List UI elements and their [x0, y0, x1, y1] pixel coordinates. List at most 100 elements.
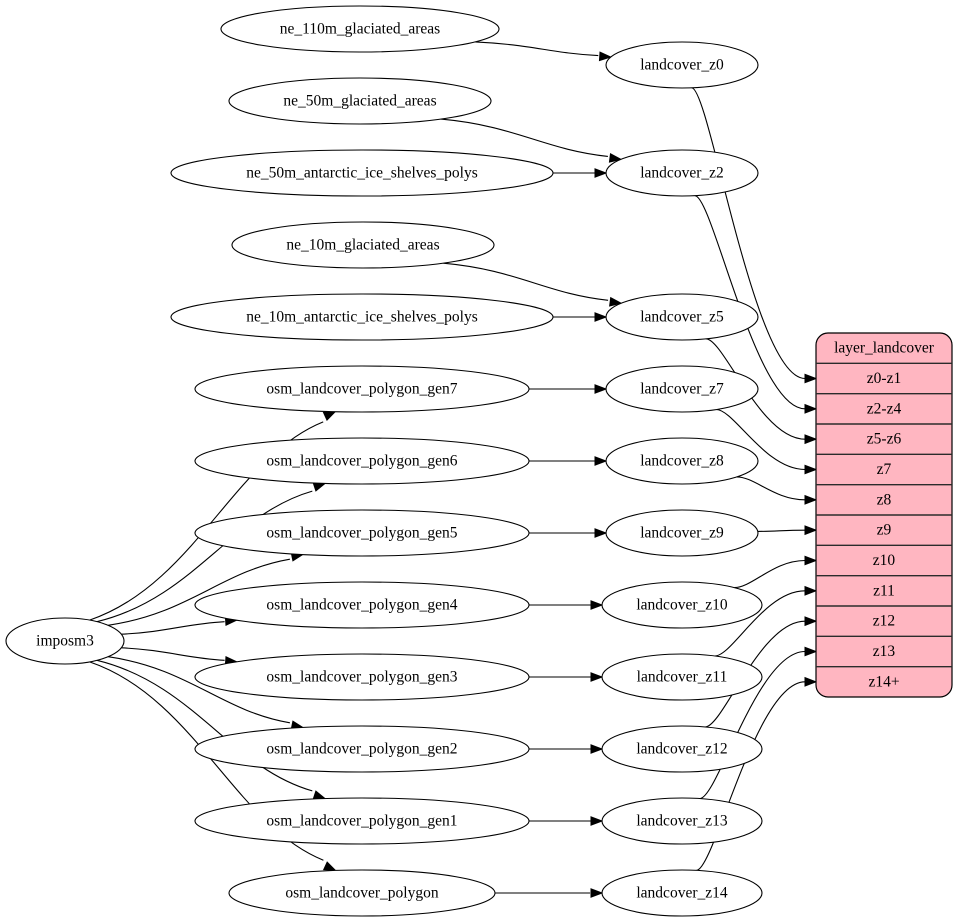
arrowhead-ne_10m_antarctic_ice_shelves_polys-to-landcover_z5 [594, 312, 608, 322]
edge-ne_110m_glaciated_areas-to-landcover_z0 [475, 41, 599, 57]
node-label-landcover_z9: landcover_z9 [640, 525, 724, 542]
node-osm_landcover_polygon_gen3[interactable]: osm_landcover_polygon_gen3 [194, 653, 530, 701]
node-osm_landcover_polygon_gen6[interactable]: osm_landcover_polygon_gen6 [194, 437, 530, 485]
node-shape-osm_landcover_polygon_gen4 [194, 581, 530, 629]
node-shape-landcover_z13 [601, 797, 763, 845]
edge-imposm3-to-osm_landcover_polygon_gen1 [96, 659, 313, 792]
arrowhead-landcover_z2-to-row-z2-z4 [804, 403, 818, 414]
layer-table-row-z12[interactable]: z12 [873, 613, 895, 630]
layer-table-row-z11[interactable]: z11 [873, 582, 895, 599]
arrowhead-landcover_z10-to-row-z10 [804, 555, 818, 566]
node-label-osm_landcover_polygon_gen5: osm_landcover_polygon_gen5 [266, 525, 457, 542]
layer-table-row-z9[interactable]: z9 [877, 522, 892, 539]
layer-table-row-z2-z4[interactable]: z2-z4 [867, 400, 902, 417]
arrowhead-landcover_z13-to-row-z13 [804, 646, 818, 657]
edge-ne_50m_glaciated_areas-to-landcover_z2 [440, 118, 608, 157]
node-label-landcover_z10: landcover_z10 [636, 597, 727, 614]
node-landcover_z5[interactable]: landcover_z5 [605, 293, 759, 341]
layer-table-row-z13[interactable]: z13 [873, 643, 896, 660]
node-osm_landcover_polygon_gen5[interactable]: osm_landcover_polygon_gen5 [194, 509, 530, 557]
node-landcover_z9[interactable]: landcover_z9 [605, 509, 759, 557]
node-label-imposm3: imposm3 [36, 633, 94, 650]
node-ne_50m_antarctic_ice_shelves_polys[interactable]: ne_50m_antarctic_ice_shelves_polys [170, 149, 554, 197]
layer-table-row-z10[interactable]: z10 [873, 552, 896, 569]
arrowhead-landcover_z14-to-row-z14+ [804, 676, 818, 687]
node-ne_10m_glaciated_areas[interactable]: ne_10m_glaciated_areas [231, 221, 495, 269]
node-label-landcover_z7: landcover_z7 [640, 381, 724, 398]
node-label-landcover_z12: landcover_z12 [636, 741, 727, 758]
node-ne_10m_antarctic_ice_shelves_polys[interactable]: ne_10m_antarctic_ice_shelves_polys [170, 293, 554, 341]
arrowhead-osm_landcover_polygon_gen2-to-landcover_z12 [590, 744, 604, 754]
node-label-landcover_z14: landcover_z14 [636, 885, 727, 902]
node-osm_landcover_polygon_gen4[interactable]: osm_landcover_polygon_gen4 [194, 581, 530, 629]
node-osm_landcover_polygon_gen1[interactable]: osm_landcover_polygon_gen1 [194, 797, 530, 845]
node-landcover_z2[interactable]: landcover_z2 [605, 149, 759, 197]
node-shape-landcover_z0 [605, 41, 759, 89]
layer-table-row-z7[interactable]: z7 [877, 461, 892, 478]
node-label-osm_landcover_polygon_gen1: osm_landcover_polygon_gen1 [266, 813, 457, 830]
node-osm_landcover_polygon_gen7[interactable]: osm_landcover_polygon_gen7 [194, 365, 530, 413]
arrowhead-ne_50m_antarctic_ice_shelves_polys-to-landcover_z2 [594, 168, 608, 178]
edge-ne_10m_glaciated_areas-to-landcover_z5 [443, 262, 609, 301]
nodes-layer: ne_110m_glaciated_areas ne_50m_glaciated_… [5, 5, 763, 917]
arrowhead-imposm3-to-osm_landcover_polygon [322, 861, 337, 872]
node-label-ne_10m_glaciated_areas: ne_10m_glaciated_areas [286, 237, 439, 254]
arrowhead-landcover_z12-to-row-z12 [804, 616, 818, 627]
node-label-landcover_z8: landcover_z8 [640, 453, 724, 470]
node-shape-osm_landcover_polygon_gen2 [194, 725, 530, 773]
node-label-osm_landcover_polygon: osm_landcover_polygon [285, 885, 439, 902]
node-landcover_z11[interactable]: landcover_z11 [601, 653, 763, 701]
node-osm_landcover_polygon_gen2[interactable]: osm_landcover_polygon_gen2 [194, 725, 530, 773]
edge-imposm3-to-osm_landcover_polygon_gen2 [108, 656, 290, 724]
node-ne_50m_glaciated_areas[interactable]: ne_50m_glaciated_areas [228, 77, 492, 125]
layer-landcover-table: layer_landcover z0-z1 z2-z4 z5-z6 z7 z8 z9 z10 z… [815, 332, 953, 698]
node-label-landcover_z13: landcover_z13 [636, 813, 727, 830]
node-ne_110m_glaciated_areas[interactable]: ne_110m_glaciated_areas [220, 5, 500, 53]
node-shape-landcover_z11 [601, 653, 763, 701]
arrowhead-osm_landcover_polygon_gen3-to-landcover_z11 [590, 672, 604, 682]
node-landcover_z0[interactable]: landcover_z0 [605, 41, 759, 89]
arrowhead-landcover_z7-to-row-z7 [804, 464, 818, 475]
node-label-osm_landcover_polygon_gen3: osm_landcover_polygon_gen3 [266, 669, 457, 686]
node-shape-landcover_z14 [601, 869, 763, 917]
arrowhead-landcover_z11-to-row-z11 [804, 585, 818, 596]
layer-table-row-z0-z1[interactable]: z0-z1 [867, 370, 901, 387]
node-shape-osm_landcover_polygon [228, 869, 496, 917]
node-label-ne_50m_glaciated_areas: ne_50m_glaciated_areas [283, 93, 436, 110]
arrowhead-ne_110m_glaciated_areas-to-landcover_z0 [598, 51, 613, 62]
node-landcover_z7[interactable]: landcover_z7 [605, 365, 759, 413]
edge-landcover_z11-to-row-z11 [714, 590, 806, 657]
layer-table-row-z8[interactable]: z8 [877, 491, 892, 508]
node-shape-ne_50m_antarctic_ice_shelves_polys [170, 149, 554, 197]
node-landcover_z10[interactable]: landcover_z10 [601, 581, 763, 629]
node-shape-osm_landcover_polygon_gen5 [194, 509, 530, 557]
node-osm_landcover_polygon[interactable]: osm_landcover_polygon [228, 869, 496, 917]
node-label-ne_110m_glaciated_areas: ne_110m_glaciated_areas [280, 21, 440, 38]
node-shape-osm_landcover_polygon_gen1 [194, 797, 530, 845]
edge-landcover_z10-to-row-z10 [734, 559, 806, 589]
node-shape-landcover_z10 [601, 581, 763, 629]
node-label-landcover_z5: landcover_z5 [640, 309, 724, 326]
node-shape-landcover_z9 [605, 509, 759, 557]
node-shape-landcover_z2 [605, 149, 759, 197]
node-label-landcover_z0: landcover_z0 [640, 57, 724, 74]
node-landcover_z8[interactable]: landcover_z8 [605, 437, 759, 485]
node-landcover_z14[interactable]: landcover_z14 [601, 869, 763, 917]
arrowhead-imposm3-to-osm_landcover_polygon_gen7 [322, 411, 337, 421]
arrowhead-osm_landcover_polygon_gen7-to-landcover_z7 [594, 384, 608, 394]
layer-table-header: layer_landcover [834, 340, 935, 357]
node-landcover_z13[interactable]: landcover_z13 [601, 797, 763, 845]
node-label-osm_landcover_polygon_gen7: osm_landcover_polygon_gen7 [266, 381, 457, 398]
edge-landcover_z0-to-row-z0-z1 [691, 87, 806, 380]
layer-table-row-z5-z6[interactable]: z5-z6 [867, 431, 902, 448]
node-landcover_z12[interactable]: landcover_z12 [601, 725, 763, 773]
node-shape-ne_10m_glaciated_areas [231, 221, 495, 269]
node-shape-landcover_z8 [605, 437, 759, 485]
node-shape-landcover_z12 [601, 725, 763, 773]
arrowhead-ne_50m_glaciated_areas-to-landcover_z2 [608, 153, 623, 163]
node-shape-landcover_z5 [605, 293, 759, 341]
edge-landcover_z9-to-row-z9 [757, 529, 806, 532]
node-imposm3[interactable]: imposm3 [5, 617, 125, 665]
edge-landcover_z14-to-row-z14+ [696, 681, 806, 871]
layer-table-row-z14+[interactable]: z14+ [868, 673, 899, 690]
